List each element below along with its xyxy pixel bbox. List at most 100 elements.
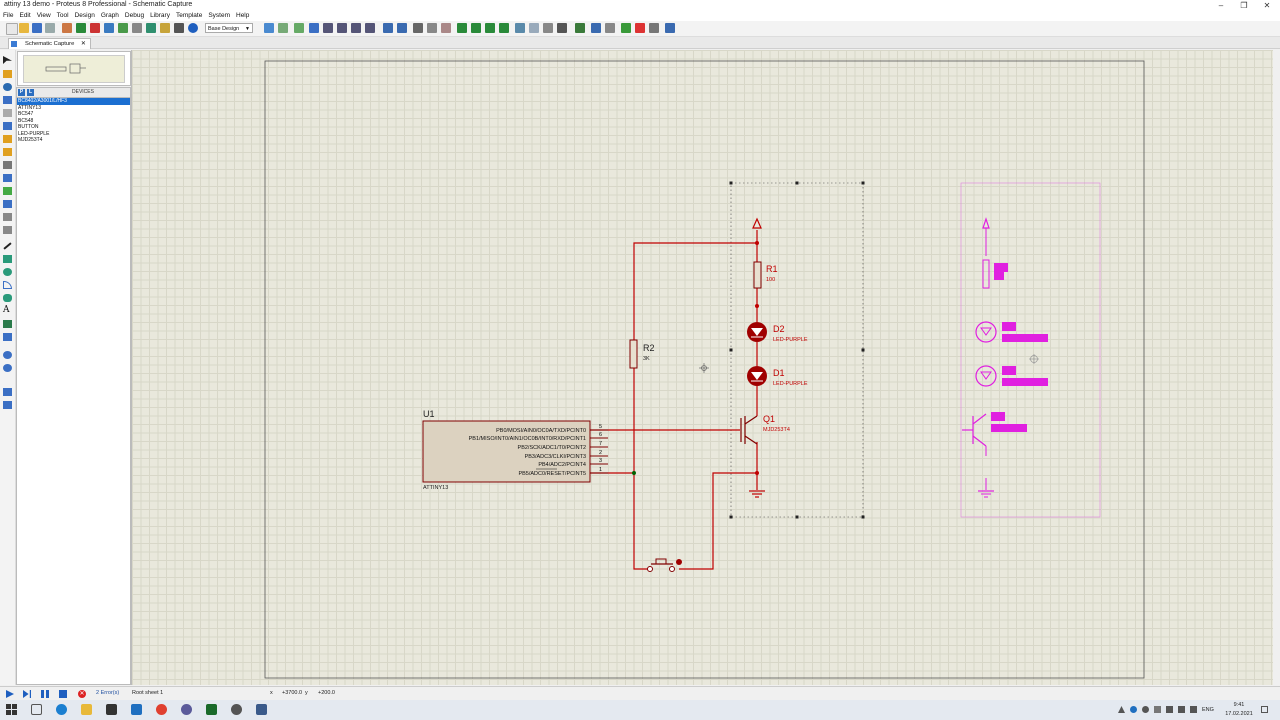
generator-icon[interactable]: [3, 200, 12, 208]
arc-tool-icon[interactable]: [3, 281, 12, 289]
menu-system[interactable]: System: [208, 12, 230, 19]
overview-map[interactable]: [23, 55, 125, 83]
error-count[interactable]: 2 Error(s): [96, 690, 120, 696]
zoom-all-icon[interactable]: [351, 23, 361, 33]
voltage-probe-icon[interactable]: [3, 213, 12, 221]
mirror-y-icon[interactable]: [3, 401, 12, 409]
zoom-area-icon[interactable]: [365, 23, 375, 33]
notifications-icon[interactable]: [1261, 706, 1268, 713]
tools-icon[interactable]: [174, 23, 184, 33]
rotate-clockwise-icon[interactable]: [3, 351, 12, 359]
pcb-icon[interactable]: [90, 23, 100, 33]
block-copy-icon[interactable]: [457, 23, 467, 33]
battery-icon[interactable]: [1190, 706, 1197, 713]
device-pins-icon[interactable]: [3, 161, 12, 169]
gerber-icon[interactable]: [118, 23, 128, 33]
buses-icon[interactable]: [3, 122, 12, 130]
block-move-icon[interactable]: [471, 23, 481, 33]
clock-date[interactable]: 17.02.2021: [1225, 711, 1253, 717]
wire-label-icon[interactable]: [3, 96, 12, 104]
help-icon[interactable]: [188, 23, 198, 33]
component-mode-icon[interactable]: [3, 70, 12, 78]
make-device-icon[interactable]: [529, 23, 539, 33]
tray-app-icon[interactable]: [1154, 706, 1161, 713]
design-explorer-icon[interactable]: [160, 23, 170, 33]
line-tool-icon[interactable]: [3, 242, 12, 250]
device-item[interactable]: MJD253T4: [18, 137, 43, 143]
menu-design[interactable]: Design: [74, 12, 95, 19]
box-tool-icon[interactable]: [3, 255, 12, 263]
edge-browser-icon[interactable]: [56, 704, 67, 715]
menu-tool[interactable]: Tool: [56, 12, 69, 19]
text-script-icon[interactable]: [3, 109, 12, 117]
stop-icon[interactable]: [59, 690, 67, 698]
home-icon[interactable]: [62, 23, 72, 33]
settings-gear-icon[interactable]: [231, 704, 242, 715]
menu-library[interactable]: Library: [150, 12, 170, 19]
file-explorer-icon[interactable]: [81, 704, 92, 715]
play-icon[interactable]: [6, 690, 14, 698]
grid-icon[interactable]: [278, 23, 288, 33]
undo-icon[interactable]: [383, 23, 393, 33]
library-manager-button[interactable]: L: [27, 89, 34, 96]
pan-icon[interactable]: [309, 23, 319, 33]
paste-icon[interactable]: [441, 23, 451, 33]
text-tool-icon[interactable]: A: [3, 305, 10, 315]
marker-tool-icon[interactable]: [3, 333, 12, 341]
clock-time[interactable]: 9:41: [1233, 702, 1245, 708]
selection-mode-icon[interactable]: [3, 56, 12, 64]
device-item[interactable]: BC547: [18, 111, 34, 117]
language-indicator[interactable]: ENG: [1202, 707, 1214, 713]
pause-icon[interactable]: [41, 690, 49, 698]
bom-icon[interactable]: [132, 23, 142, 33]
mirror-x-icon[interactable]: [3, 388, 12, 396]
vertical-scrollbar[interactable]: [1273, 50, 1280, 685]
terminal-icon[interactable]: [206, 704, 217, 715]
overview-window[interactable]: [17, 51, 131, 86]
graph-icon[interactable]: [3, 174, 12, 182]
menu-help[interactable]: Help: [236, 12, 250, 19]
current-probe-icon[interactable]: [3, 226, 12, 234]
origin-icon[interactable]: [294, 23, 304, 33]
store-icon[interactable]: [106, 704, 117, 715]
zoom-out-icon[interactable]: [337, 23, 347, 33]
mail-icon[interactable]: [131, 704, 142, 715]
obs-icon[interactable]: [181, 704, 192, 715]
cut-icon[interactable]: [413, 23, 423, 33]
open-folder-icon[interactable]: [19, 23, 29, 33]
3d-view-icon[interactable]: [104, 23, 114, 33]
copy-icon[interactable]: [427, 23, 437, 33]
device-item[interactable]: LED-PURPLE: [18, 130, 50, 137]
proteus-app-icon[interactable]: [256, 704, 267, 715]
schematic-icon[interactable]: [76, 23, 86, 33]
minimize-button[interactable]: –: [1218, 1, 1224, 10]
device-item[interactable]: BUTTON: [18, 124, 39, 130]
new-sheet-icon[interactable]: [621, 23, 631, 33]
property-tool-icon[interactable]: [605, 23, 615, 33]
symbol-tool-icon[interactable]: [3, 320, 12, 328]
block-rotate-icon[interactable]: [485, 23, 495, 33]
menu-debug[interactable]: Debug: [124, 12, 145, 19]
pick-device-icon[interactable]: [515, 23, 525, 33]
electrical-rule-check-icon[interactable]: [665, 23, 675, 33]
volume-icon[interactable]: [1178, 706, 1185, 713]
pick-devices-button[interactable]: P: [18, 89, 25, 96]
device-item[interactable]: BC548: [18, 117, 34, 124]
chrome-icon[interactable]: [156, 704, 167, 715]
search-tag-icon[interactable]: [591, 23, 601, 33]
devices-list[interactable]: BC8402/A3001/L/HF3 ATTINY13 BC547 BC548 …: [16, 97, 131, 685]
task-view-icon[interactable]: [31, 704, 42, 715]
tab-schematic-capture[interactable]: Schematic Capture ✕: [8, 38, 91, 49]
refresh-icon[interactable]: [264, 23, 274, 33]
exit-to-parent-icon[interactable]: [649, 23, 659, 33]
tray-app-icon[interactable]: [1142, 706, 1149, 713]
design-select[interactable]: Base Design ▼: [205, 23, 253, 33]
subcircuit-icon[interactable]: [3, 135, 12, 143]
schematic-canvas[interactable]: [131, 50, 1280, 685]
tape-recorder-icon[interactable]: [3, 187, 12, 195]
terminals-icon[interactable]: [3, 148, 12, 156]
block-delete-icon[interactable]: [499, 23, 509, 33]
menu-edit[interactable]: Edit: [19, 12, 31, 19]
junction-dot-icon[interactable]: [3, 83, 12, 91]
new-file-icon[interactable]: [6, 23, 18, 35]
